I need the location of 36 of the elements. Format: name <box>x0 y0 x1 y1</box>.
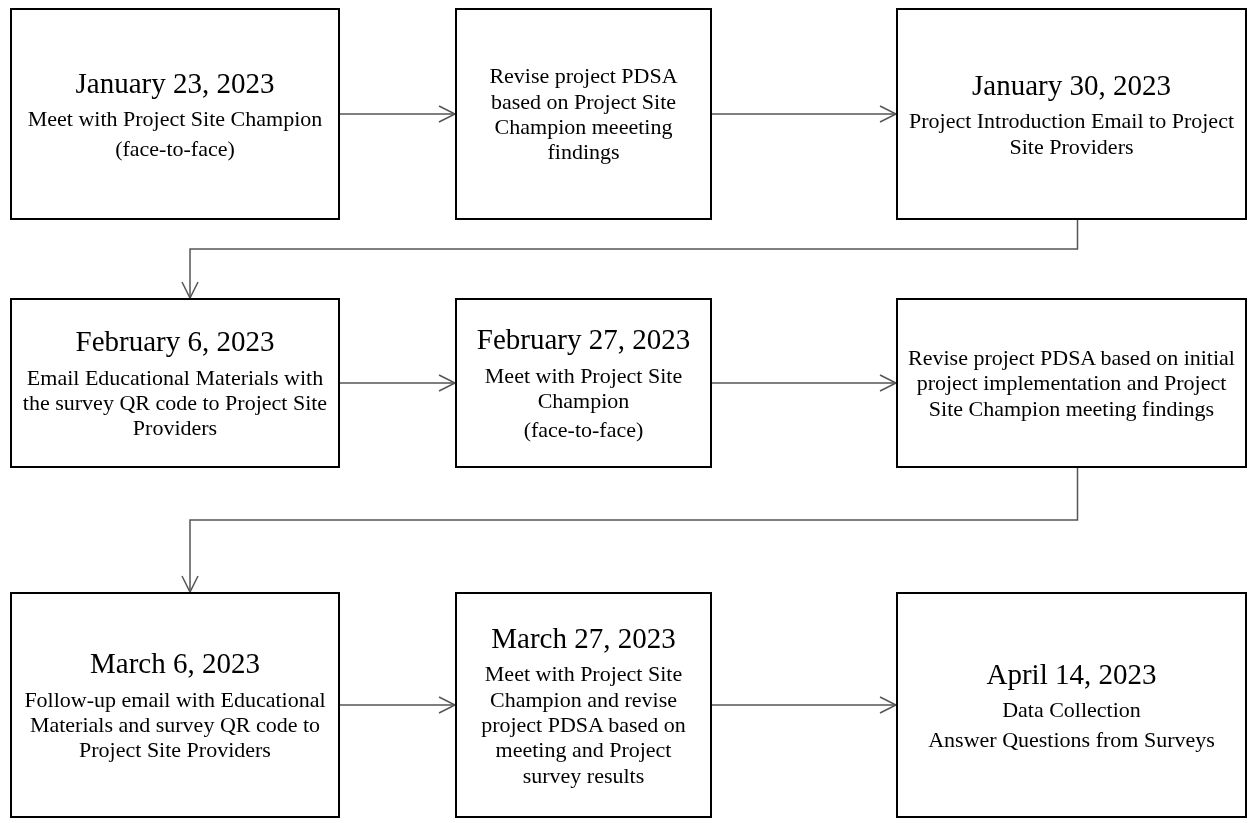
step-description: Meet with Project Site Champion and revise project PDSA based on meeting and Project survey results <box>480 661 687 788</box>
process-box <box>896 298 1247 468</box>
date-heading: March 27, 2023 <box>491 622 676 656</box>
date-heading: February 27, 2023 <box>476 323 691 357</box>
step-description: (face-to-face) <box>115 135 235 161</box>
date-heading: April 14, 2023 <box>986 658 1157 692</box>
process-box <box>10 298 340 468</box>
step-description: Revise project PDSA based on Project Site Champion meeeting findings <box>488 63 679 165</box>
step-description: Follow-up email with Educational Materials and survey QR code to Project Site Providers <box>23 686 327 763</box>
arrow <box>339 374 456 392</box>
process-box <box>896 8 1247 220</box>
arrow <box>181 467 1079 593</box>
date-heading: January 30, 2023 <box>972 69 1171 103</box>
arrow <box>711 105 897 123</box>
process-box <box>896 592 1247 818</box>
arrow <box>339 105 456 123</box>
process-box <box>10 592 340 818</box>
arrow <box>711 696 897 714</box>
arrow <box>339 696 456 714</box>
date-heading: January 23, 2023 <box>75 67 275 101</box>
step-description: (face-to-face) <box>523 417 644 443</box>
arrow <box>711 374 897 392</box>
step-description: Email Educational Materials with the survey QR code to Project Site Providers <box>21 364 329 441</box>
process-box <box>455 8 712 220</box>
process-box <box>455 298 712 468</box>
date-heading: March 6, 2023 <box>90 647 260 681</box>
process-box <box>10 8 340 220</box>
step-description: Meet with Project Site Champion <box>27 106 323 132</box>
step-description: Answer Questions from Surveys <box>928 726 1215 752</box>
process-box <box>455 592 712 818</box>
date-heading: February 6, 2023 <box>75 325 275 359</box>
step-description: Data Collection <box>1002 697 1141 723</box>
arrow <box>181 219 1079 299</box>
step-description: Project Introduction Email to Project Site Providers <box>907 108 1235 159</box>
step-description: Meet with Project Site Champion <box>483 362 684 414</box>
step-description: Revise project PDSA based on initial project implementation and Project Site Champion meeting findings <box>907 345 1236 421</box>
